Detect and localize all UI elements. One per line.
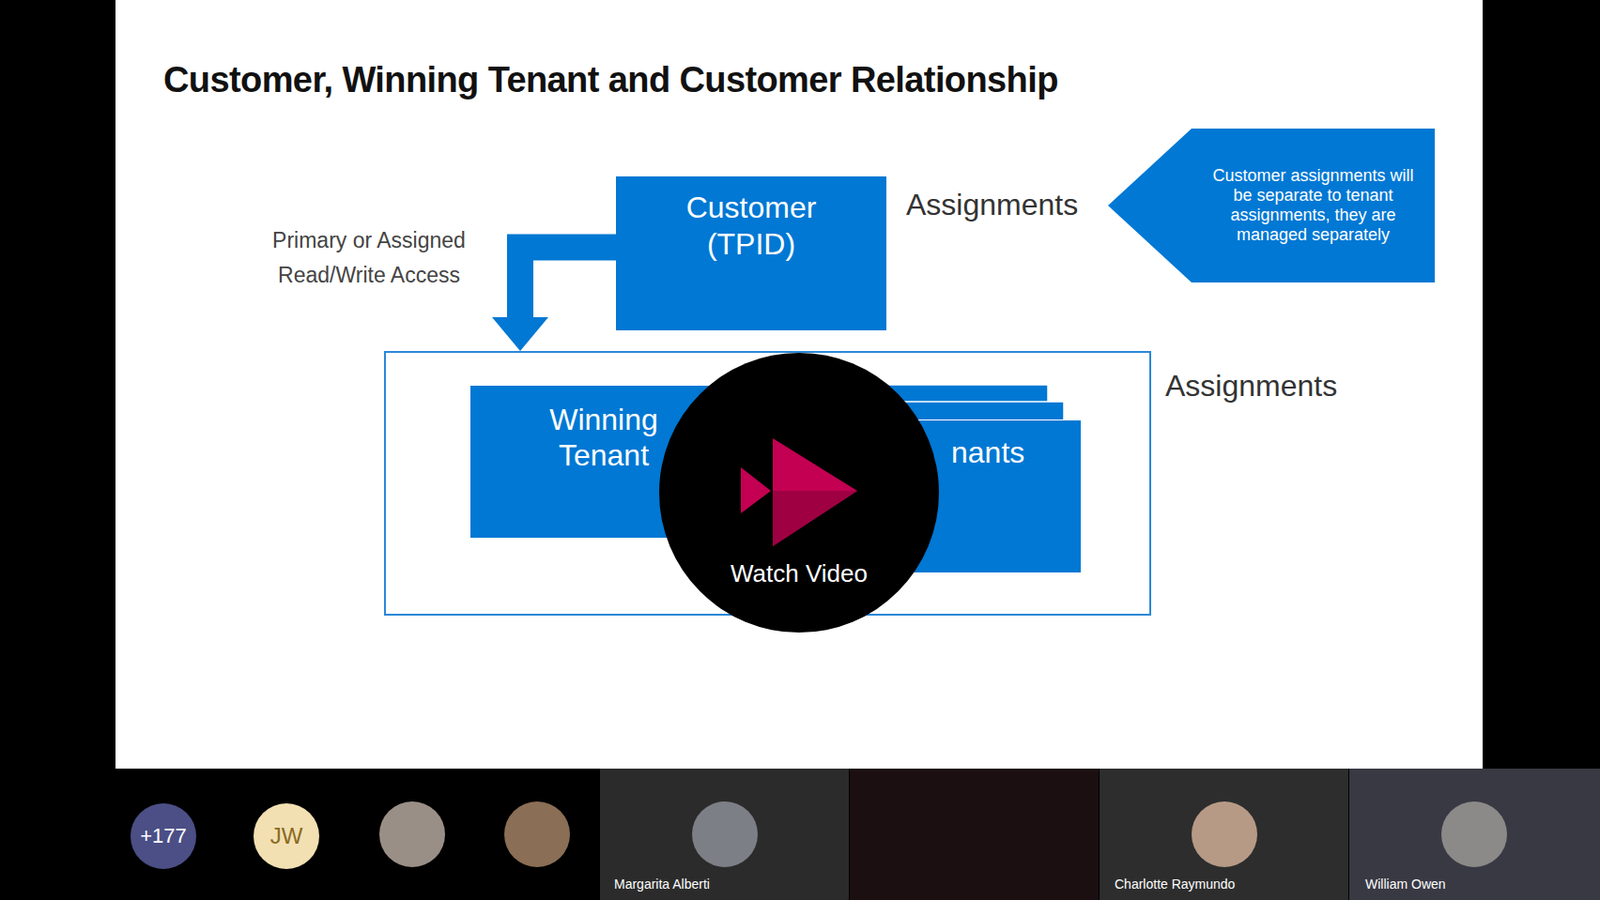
participant-bar (0, 769, 1600, 900)
node-text: Customer assignments will be separate to… (1204, 166, 1423, 246)
participant-name: Charlotte Raymundo (1114, 876, 1235, 893)
play-button: Watch Video (659, 353, 939, 633)
node-text: Customer (TPID) (666, 189, 836, 263)
callout-arrow: Customer assignments will be separate to… (1107, 128, 1435, 283)
avatar-photo (1191, 801, 1258, 868)
node-text: Winning Tenant (533, 401, 675, 474)
avatar-photo (379, 801, 446, 868)
play-icon-shade (772, 491, 858, 547)
arrow-shaft (520, 246, 616, 320)
participant-name: William Owen (1365, 876, 1447, 893)
video-tile (1349, 769, 1600, 900)
video-tile (849, 769, 1099, 900)
initials-avatar: JW (253, 803, 320, 870)
participant-name: Margarita Alberti (614, 876, 710, 893)
group-heading: Assignments (1165, 368, 1338, 404)
callout-arrow-shape (1107, 128, 1435, 283)
avatar-photo (692, 801, 758, 868)
play-disc (659, 353, 939, 633)
node-text: JW (270, 823, 304, 850)
play-icon (740, 467, 771, 514)
participant-count: +177 (130, 803, 197, 870)
avatar-photo (504, 801, 570, 868)
customer-box: Customer (TPID) (615, 176, 887, 331)
play-icon (772, 438, 858, 547)
edge-label: Primary or Assigned Read/Write Access (251, 223, 487, 293)
slide-title: Customer, Winning Tenant and Customer Re… (163, 58, 1059, 102)
video-tile (600, 769, 849, 900)
access-arrow (492, 246, 616, 352)
node-text: +177 (139, 824, 187, 849)
assignments-label: Assignments (906, 186, 1078, 223)
arrow-head (492, 317, 549, 352)
avatar-photo (1441, 801, 1508, 868)
video-tile (1099, 769, 1349, 900)
node-text: nants (951, 434, 1025, 471)
node-text: Watch Video (730, 559, 868, 588)
slide-ground (115, 0, 1483, 770)
play-circle (659, 353, 939, 633)
